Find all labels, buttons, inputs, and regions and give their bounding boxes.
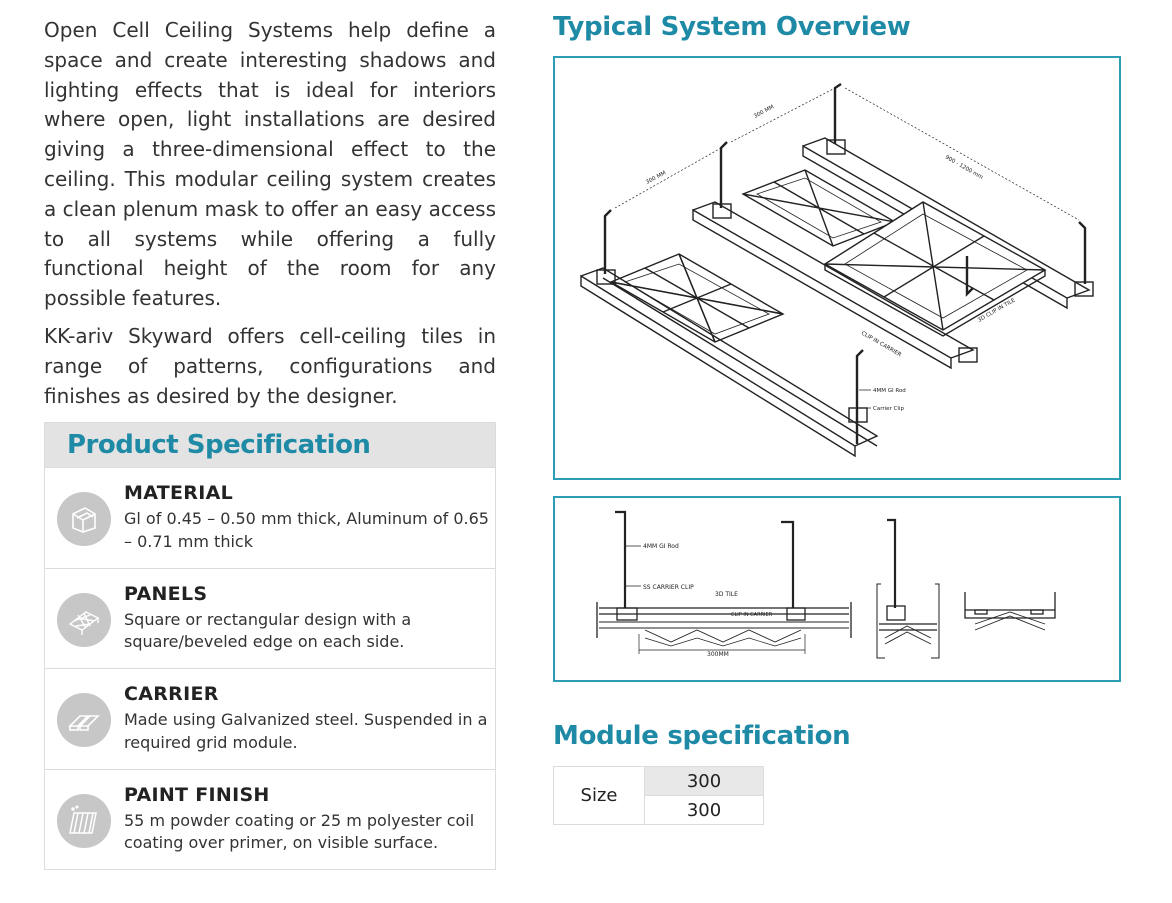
hanger-rods [603,83,1087,444]
spec-title-carrier: CARRIER [124,683,219,705]
tile-right-raised [823,201,1047,337]
overview-title: Typical System Overview [553,12,911,42]
intro-paragraph-2: KK-ariv Skyward offers cell-ceiling tile… [44,323,496,408]
isometric-diagram: 300 MM 300 MM 900 - 1200 mm 3D CLIP IN T… [553,56,1121,480]
tile-front-left [609,253,785,343]
section-label-clip-carrier: CLIP IN CARRIER [731,612,773,618]
label-carrier-clip: Carrier Clip [873,406,904,412]
dim-label-left: 300 MM [645,170,667,186]
carrier-icon [57,693,111,747]
spec-item-carrier: CARRIER Made using Galvanized steel. Sus… [45,668,495,769]
spec-title-paint-finish: PAINT FINISH [124,783,270,806]
spec-text-carrier: Made using Galvanized steel. Suspended i… [124,710,488,752]
dim-label-right: 900 - 1200 mm [944,155,984,181]
module-size-label: Size [553,766,645,825]
spec-text-paint-finish: 55 m powder coating or 25 m polyester co… [124,810,475,853]
section-detail-profile [964,592,1056,631]
section-label-tile: 3D TILE [715,591,738,598]
section-detail-clip [876,518,940,659]
table-row: 300 [554,795,764,825]
product-specification-header: Product Specification [45,423,495,467]
module-size-value-1: 300 [644,766,764,796]
module-size-value-2: 300 [644,795,764,825]
sheets-icon [57,492,111,546]
section-label-dim: 300MM [707,651,729,658]
carrier-rail-front [580,267,879,458]
carrier-rail-middle [692,201,975,370]
spec-text-panels: Square or rectangular design with a squa… [124,609,412,652]
spec-item-material: MATERIAL Gl of 0.45 – 0.50 mm thick, Alu… [45,467,495,568]
spec-item-panels: PANELS Square or rectangular design with… [45,567,495,669]
spec-text-material: Gl of 0.45 – 0.50 mm thick, Aluminum of … [124,509,489,551]
paint-panel-icon [57,793,111,848]
module-spec-table: Size 300 300 [553,766,764,825]
carrier-clips [596,139,1094,423]
grid-panel-icon [57,592,111,647]
intro-paragraph-1: Open Cell Ceiling Systems help define a … [44,18,496,311]
intro-text: Open Cell Ceiling Systems help define a … [44,16,496,411]
spec-title-panels: PANELS [124,582,208,605]
table-row: Size 300 [553,766,764,825]
product-specification-title: Product Specification [67,430,371,460]
label-rod: 4MM GI Rod [873,388,906,394]
spec-item-paint-finish: PAINT FINISH 55 m powder coating or 25 m… [45,768,495,870]
section-main [596,510,852,654]
product-specification-panel: Product Specification MATERIAL Gl of 0.4… [44,422,496,870]
section-label-ss-clip: SS CARRIER CLIP [643,584,694,591]
module-spec-title: Module specification [553,721,851,751]
section-label-rod: 4MM GI Rod [643,543,679,550]
spec-title-material: MATERIAL [124,482,233,504]
section-diagram: 4MM GI Rod SS CARRIER CLIP 3D TILE CLIP … [553,496,1121,682]
dim-label-top: 300 MM [753,104,775,120]
